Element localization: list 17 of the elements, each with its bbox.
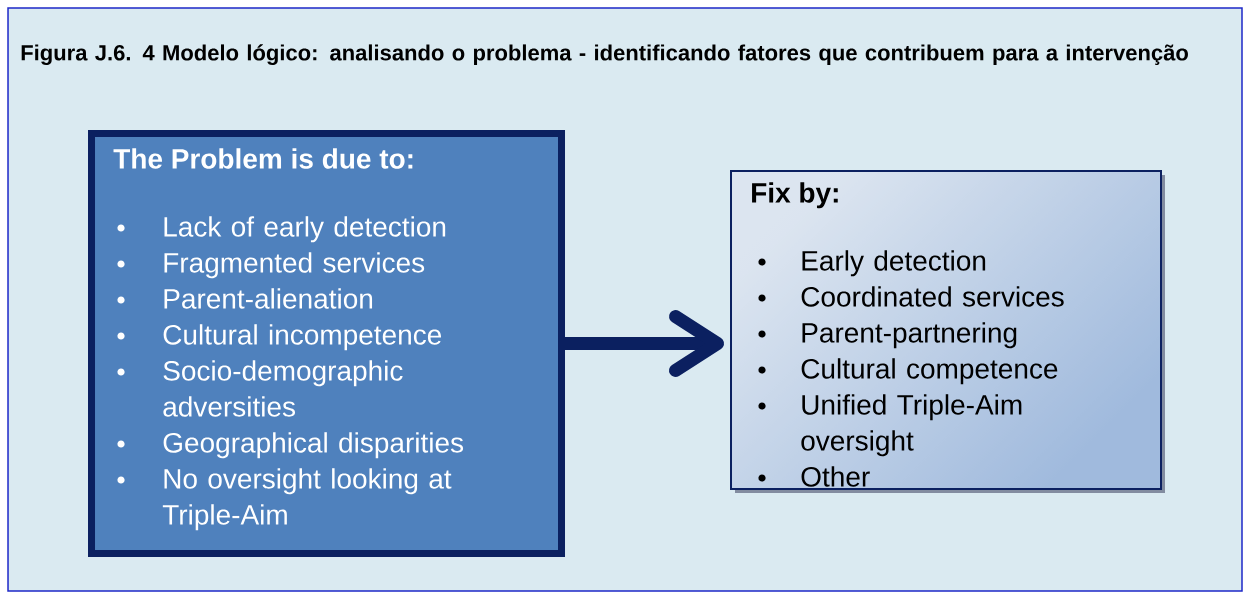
list-item: Parent-partnering [802, 322, 1017, 349]
list-item: Parent-alienation [164, 288, 373, 309]
list-item: Other [801, 466, 870, 487]
figure-title: Figura J.6. 4 Modelo lógico: analisando o problema - identificando fatores que contribuem para a intervenção [21, 44, 1188, 65]
arrow [565, 310, 724, 377]
list-item: Geographical disparities [163, 432, 464, 459]
list-item: No oversight looking at Triple-Aim [162, 468, 452, 531]
box-heading: The Problem is due to: [113, 148, 413, 169]
list-item: Unified Triple-Aim oversight [801, 394, 1022, 457]
box-heading: Fix by: [752, 182, 838, 209]
list-item: Coordinated services [801, 286, 1064, 307]
list-item: Early detection [802, 250, 986, 277]
list-item: Cultural incompetence [163, 324, 442, 351]
list-item: Lack of early detection [164, 216, 446, 243]
list-item: Cultural competence [801, 358, 1058, 385]
list-item: Fragmented services [164, 252, 425, 279]
list-item: Socio-demographic adversities [163, 360, 403, 417]
